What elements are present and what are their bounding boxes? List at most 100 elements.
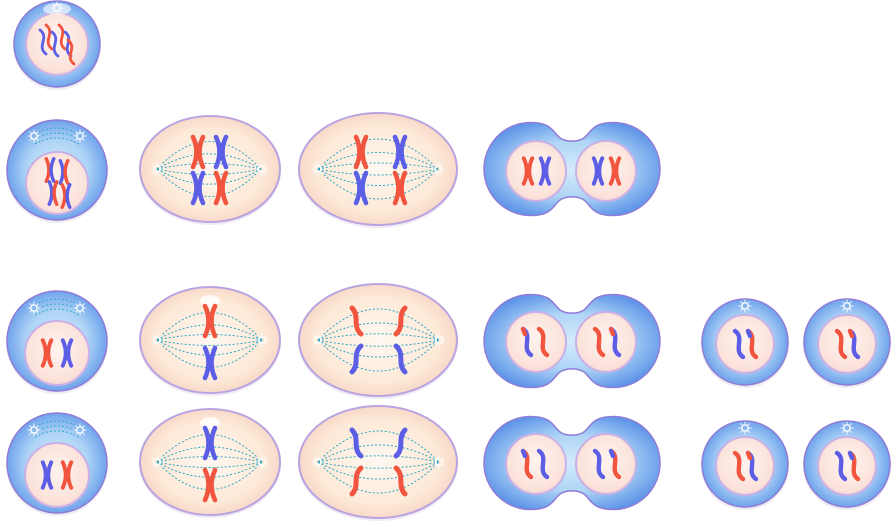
chromosome	[40, 460, 54, 490]
chromatid-tip	[847, 328, 855, 339]
mitosis-anaphase-cell	[298, 112, 458, 228]
daughter-cell-b-1	[701, 420, 789, 510]
nucleus	[24, 442, 90, 508]
chromatid	[393, 343, 408, 375]
chromatid-tip	[520, 326, 528, 337]
chromatid-right	[49, 157, 56, 183]
chromatid-left	[60, 338, 68, 368]
chromatid	[536, 448, 550, 480]
chromatid	[536, 326, 550, 358]
chromatid-right	[597, 156, 605, 186]
nucleus	[25, 12, 89, 76]
chromatid-left	[591, 156, 599, 186]
chromatid	[834, 328, 848, 360]
chromatid-tip	[847, 450, 855, 461]
chromatid-tip	[745, 328, 753, 339]
spindle-fibers	[311, 138, 445, 200]
chromatid-right	[65, 183, 72, 209]
centrosome-icon	[311, 162, 325, 176]
chromatid-left	[202, 345, 211, 381]
chromatid-left	[44, 157, 51, 183]
chromatid-left	[213, 134, 222, 170]
chromatid	[608, 448, 622, 480]
centrosome-icon	[840, 421, 854, 435]
nucleus	[575, 433, 637, 495]
cell-membrane	[139, 408, 281, 516]
chromatid	[536, 448, 550, 480]
chromatin-strand	[66, 38, 76, 66]
chromosomes	[44, 157, 72, 209]
chromatid-right	[220, 134, 229, 170]
chromosome	[202, 303, 218, 339]
chromatid	[834, 328, 848, 360]
chromatid	[592, 448, 606, 480]
chromatid	[592, 448, 606, 480]
chromatid	[349, 427, 364, 459]
chromatid	[592, 326, 606, 358]
chromosome	[190, 170, 206, 206]
centrosome-icon	[432, 455, 446, 469]
chromatid	[349, 465, 364, 497]
chromatid-right	[399, 134, 408, 170]
chromosomes	[190, 134, 229, 206]
meiosis-prophase-cell-b	[6, 412, 108, 516]
chromatids	[349, 427, 408, 497]
chromatid	[520, 448, 534, 480]
chromatid	[349, 343, 364, 375]
chromosome	[392, 134, 408, 170]
chromatid-tip	[745, 450, 753, 461]
chromatid	[732, 328, 746, 360]
chromosome	[353, 170, 369, 206]
meiosis-telophase-cell-a	[483, 293, 661, 389]
chromatid-right	[544, 156, 552, 186]
chromatid-right	[52, 180, 59, 206]
chromatid-right	[197, 170, 206, 206]
chromatid-left	[58, 159, 65, 185]
chromatid-left	[190, 134, 199, 170]
chromatid-right	[360, 170, 369, 206]
daughter-cell-a-1	[701, 298, 789, 388]
centrosome-icon	[311, 455, 325, 469]
mitosis-prophase-cell	[6, 119, 108, 223]
centrosome-icon	[73, 129, 87, 143]
chromatin-strand	[44, 23, 54, 51]
chromatin	[38, 23, 76, 66]
chromatid-left	[40, 460, 48, 490]
centrosome-icon	[27, 423, 41, 437]
meiosis-metaphase-cell-b	[139, 408, 281, 518]
centrosome-icon	[73, 423, 87, 437]
chromatid	[349, 305, 364, 337]
nucleus	[24, 320, 90, 386]
cell-membrane	[139, 115, 281, 223]
mitosis-metaphase-cell	[139, 115, 281, 225]
nucleus	[505, 311, 567, 373]
chromosome	[202, 467, 218, 503]
chromatid-left	[202, 425, 211, 461]
chromatid-right	[209, 425, 218, 461]
chromatid	[520, 326, 534, 358]
chromatid-left	[392, 134, 401, 170]
chromosome	[538, 156, 552, 186]
centrosome-icon	[27, 129, 41, 143]
chromatid-right	[220, 170, 229, 206]
centrosome-icon	[27, 301, 41, 315]
chromatid-left	[608, 156, 616, 186]
chromatid	[847, 450, 861, 482]
centrosome-icon	[738, 299, 752, 313]
chromosome	[392, 170, 408, 206]
nucleus	[575, 140, 637, 202]
chromosome	[608, 156, 622, 186]
chromatid-right	[66, 338, 74, 368]
interphase-cell	[13, 0, 101, 90]
spindle-fibers	[150, 141, 268, 197]
chromatid-left	[202, 467, 211, 503]
chromosome	[353, 134, 369, 170]
chromosome	[47, 180, 59, 206]
chromosome	[60, 460, 74, 490]
chromosome	[202, 425, 218, 461]
centrosome-icon	[150, 455, 164, 469]
chromatid	[834, 450, 848, 482]
daughter-cell-a-2	[803, 298, 891, 388]
chromatids	[349, 305, 408, 375]
